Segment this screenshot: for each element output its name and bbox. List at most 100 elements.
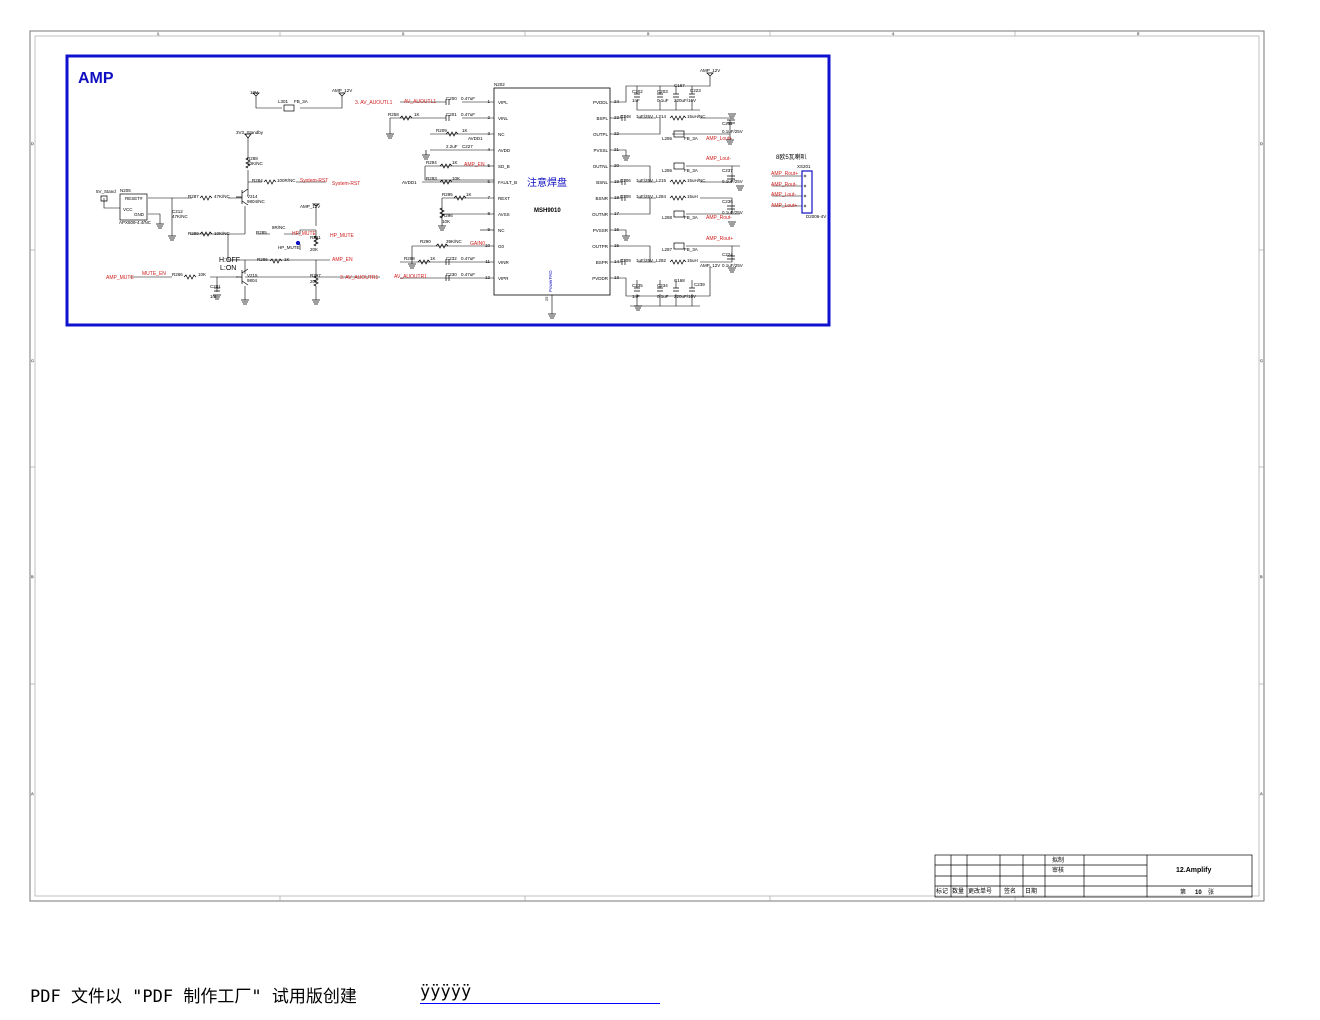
net-hp-mute-2: HP_MUTE: [330, 233, 355, 239]
ic-pin-name: G0: [498, 244, 505, 249]
lbl-12v: 12V: [250, 90, 258, 95]
lbl-amp12v-rb: AMP_12V: [700, 263, 720, 268]
ic-pin-name: PVSSL: [593, 148, 608, 153]
lbl-c235: C235: [632, 283, 643, 288]
ic-pin-name: OUTNR: [592, 212, 609, 217]
lbl-l288-val: FB_3A: [684, 215, 698, 220]
ic-pin-name: VINR: [498, 260, 510, 265]
amp-section-box: [65, 54, 831, 327]
ic-pin-name: BSNR: [595, 196, 608, 201]
net-av-outr: 3. AV_AUOUTR1: [340, 275, 378, 281]
lbl-c208: C208: [620, 194, 631, 199]
net-hp-mute: HP_MUTE: [292, 231, 317, 237]
lbl-c203-val: 0.1uF: [657, 98, 669, 103]
lbl-r288-val: 10K/NC: [247, 161, 264, 166]
lbl-l284-val: 15uH: [687, 194, 698, 199]
lbl-hp-mute: HP_MUTE: [278, 245, 300, 250]
lbl-c200-val: 0.47uF: [461, 96, 475, 101]
lbl-v215: V215: [247, 273, 258, 278]
lbl-c202: C202: [632, 89, 643, 94]
ic-pin-num: 15: [614, 243, 620, 248]
net-av-outr-in: AV_AUOUTR1: [394, 274, 427, 280]
ic-pin-num: 21: [614, 147, 620, 152]
lbl-r284: R284: [252, 178, 263, 183]
net-labels: 3. AV_AUOUTL1 AV_AUOUTL1 AMP_EN GAIN0 3.…: [106, 99, 798, 281]
lbl-c206: C206: [620, 178, 631, 183]
lbl-c223: C223: [690, 88, 701, 93]
net-amp-rout: AMP_Rout-: [706, 215, 732, 221]
ic-pin-num: 13: [614, 275, 620, 280]
tb-title: 12.Amplify: [1176, 867, 1212, 874]
lbl-c230-val: 0.47uF: [461, 272, 475, 277]
tb-sheet-num: 10: [1195, 890, 1202, 896]
pdf-footer-link[interactable]: ÿÿÿÿÿ: [420, 982, 660, 1004]
lbl-r285-val: 8R/NC: [272, 225, 286, 230]
lbl-r287: R287: [188, 194, 199, 199]
lbl-r296: R296: [442, 213, 453, 218]
zone-num: 1: [157, 31, 160, 36]
zone-num: 5: [1137, 31, 1140, 36]
tb-review: 审核: [1052, 866, 1064, 874]
ic-pin-num: 5: [487, 163, 490, 168]
lbl-c230: C230: [446, 272, 457, 277]
title-block: [934, 854, 1253, 898]
lbl-r297: R297: [310, 273, 321, 278]
ic-pin-num: 9: [487, 227, 490, 232]
lbl-l301: L301: [278, 99, 289, 104]
lbl-n205: N205: [120, 188, 131, 193]
lbl-c232-val: 0.47uF: [461, 256, 475, 261]
ic-pin-num: 1: [487, 99, 490, 104]
lbl-l286-val: FB_3A: [684, 136, 698, 141]
lbl-r289: R289: [188, 231, 199, 236]
tb-col: 标记: [936, 887, 948, 895]
zone-letter: B: [1260, 574, 1263, 579]
ic-powerpad: PowerPAD: [548, 270, 553, 292]
lbl-c236: C236: [722, 199, 733, 204]
ic-msh9010: N202 注意焊盘 MSH9010 PowerPAD 25 VIPL1VINL2…: [485, 82, 620, 301]
lbl-r293: R293: [426, 176, 437, 181]
lbl-c211: C211: [722, 121, 733, 126]
ic-pin-num: 14: [614, 259, 620, 264]
lbl-c232: C232: [446, 256, 457, 261]
lbl-amp12v: AMP_12V: [332, 88, 352, 93]
lbl-c227: C227: [462, 144, 473, 149]
lbl-c203: C203: [657, 89, 668, 94]
ic-pin-num: 17: [614, 211, 620, 216]
lbl-5v: 5V_Stand: [96, 189, 116, 194]
lbl-r289-val: 10K/NC: [214, 231, 231, 236]
zone-num: 3: [647, 31, 650, 36]
speaker-connector: [801, 170, 813, 214]
lbl-r298-val: 1K: [430, 256, 436, 261]
ic-pin-name: VINL: [498, 116, 509, 121]
lbl-c248: C248: [620, 114, 631, 119]
tb-sheet-suffix: 张: [1208, 888, 1214, 896]
outer-frame: [29, 30, 1265, 902]
lbl-c167: C167: [674, 83, 685, 88]
net-av-outl: 3. AV_AUOUTL1: [355, 100, 393, 106]
lbl-c202-val: 1nF: [632, 98, 640, 103]
ic-pin-name: AVDD: [498, 148, 511, 153]
zone-letter: C: [1260, 358, 1263, 363]
lbl-l215-val: 15uH/NC: [687, 178, 706, 183]
lbl-l214: L214: [656, 114, 667, 119]
zone-letter: A: [1260, 791, 1263, 796]
ic-pin-name: SD_B: [498, 164, 510, 169]
lbl-c237-val: 0.1uF/25V: [722, 179, 743, 184]
ic-pin-num: 3: [487, 131, 490, 136]
lbl-l214-val: 15uH/NC: [687, 114, 706, 119]
lbl-r291-val: 20K: [310, 247, 318, 252]
tb-col: 日期: [1025, 887, 1037, 895]
net-sys-rst: System-RST: [300, 178, 328, 184]
lbl-c248-val: 1uF/25V: [636, 114, 653, 119]
lbl-vcc: VCC: [123, 207, 133, 212]
lbl-l285-val: FB_3A: [684, 168, 698, 173]
ic-pin-num: 12: [485, 275, 491, 280]
zone-letter: D: [31, 141, 34, 146]
lbl-c22uf: 2.2uF: [446, 144, 458, 149]
ic-pin-num: 20: [614, 163, 620, 168]
tb-sheet-prefix: 第: [1180, 888, 1186, 896]
lbl-l282-val: 15uH: [687, 258, 698, 263]
net-amp-en-2: AMP_EN: [332, 257, 353, 263]
lbl-l287: L287: [662, 247, 673, 252]
lbl-c201b: C201: [210, 284, 221, 289]
